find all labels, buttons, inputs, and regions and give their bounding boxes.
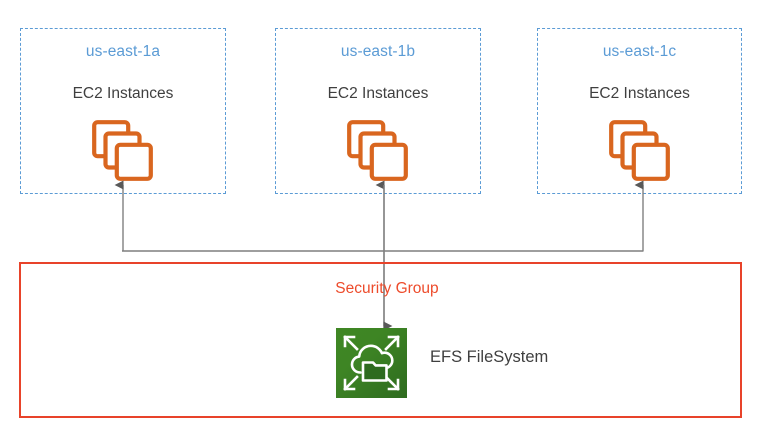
ec2-instances-label: EC2 Instances bbox=[589, 85, 690, 102]
availability-zone-label: us-east-1b bbox=[340, 43, 416, 60]
ec2-instances-label: EC2 Instances bbox=[327, 85, 429, 102]
ec2-instances-icon bbox=[92, 120, 153, 181]
efs-filesystem-label: EFS FileSystem bbox=[430, 348, 549, 366]
availability-zone-box-us-east-1b[interactable]: us-east-1b EC2 Instances bbox=[275, 28, 481, 194]
ec2-instances-label: EC2 Instances bbox=[72, 85, 174, 102]
availability-zone-box-us-east-1c[interactable]: us-east-1c EC2 Instances bbox=[537, 28, 742, 194]
availability-zone-label: us-east-1a bbox=[85, 43, 161, 60]
ec2-instances-icon bbox=[608, 120, 670, 181]
security-group-label: Security Group bbox=[335, 280, 439, 297]
ec2-instances-icon-wrap bbox=[538, 119, 741, 181]
ec2-instances-icon-wrap bbox=[21, 119, 225, 181]
efs-cloud-folder-glyph bbox=[343, 335, 400, 391]
security-group-box[interactable] bbox=[19, 262, 742, 418]
ec2-instances-icon bbox=[347, 120, 408, 181]
availability-zone-box-us-east-1a[interactable]: us-east-1a EC2 Instances bbox=[20, 28, 226, 194]
efs-filesystem-icon[interactable] bbox=[336, 328, 407, 398]
ec2-instances-icon-wrap bbox=[276, 119, 480, 181]
availability-zone-label: us-east-1c bbox=[602, 43, 677, 60]
